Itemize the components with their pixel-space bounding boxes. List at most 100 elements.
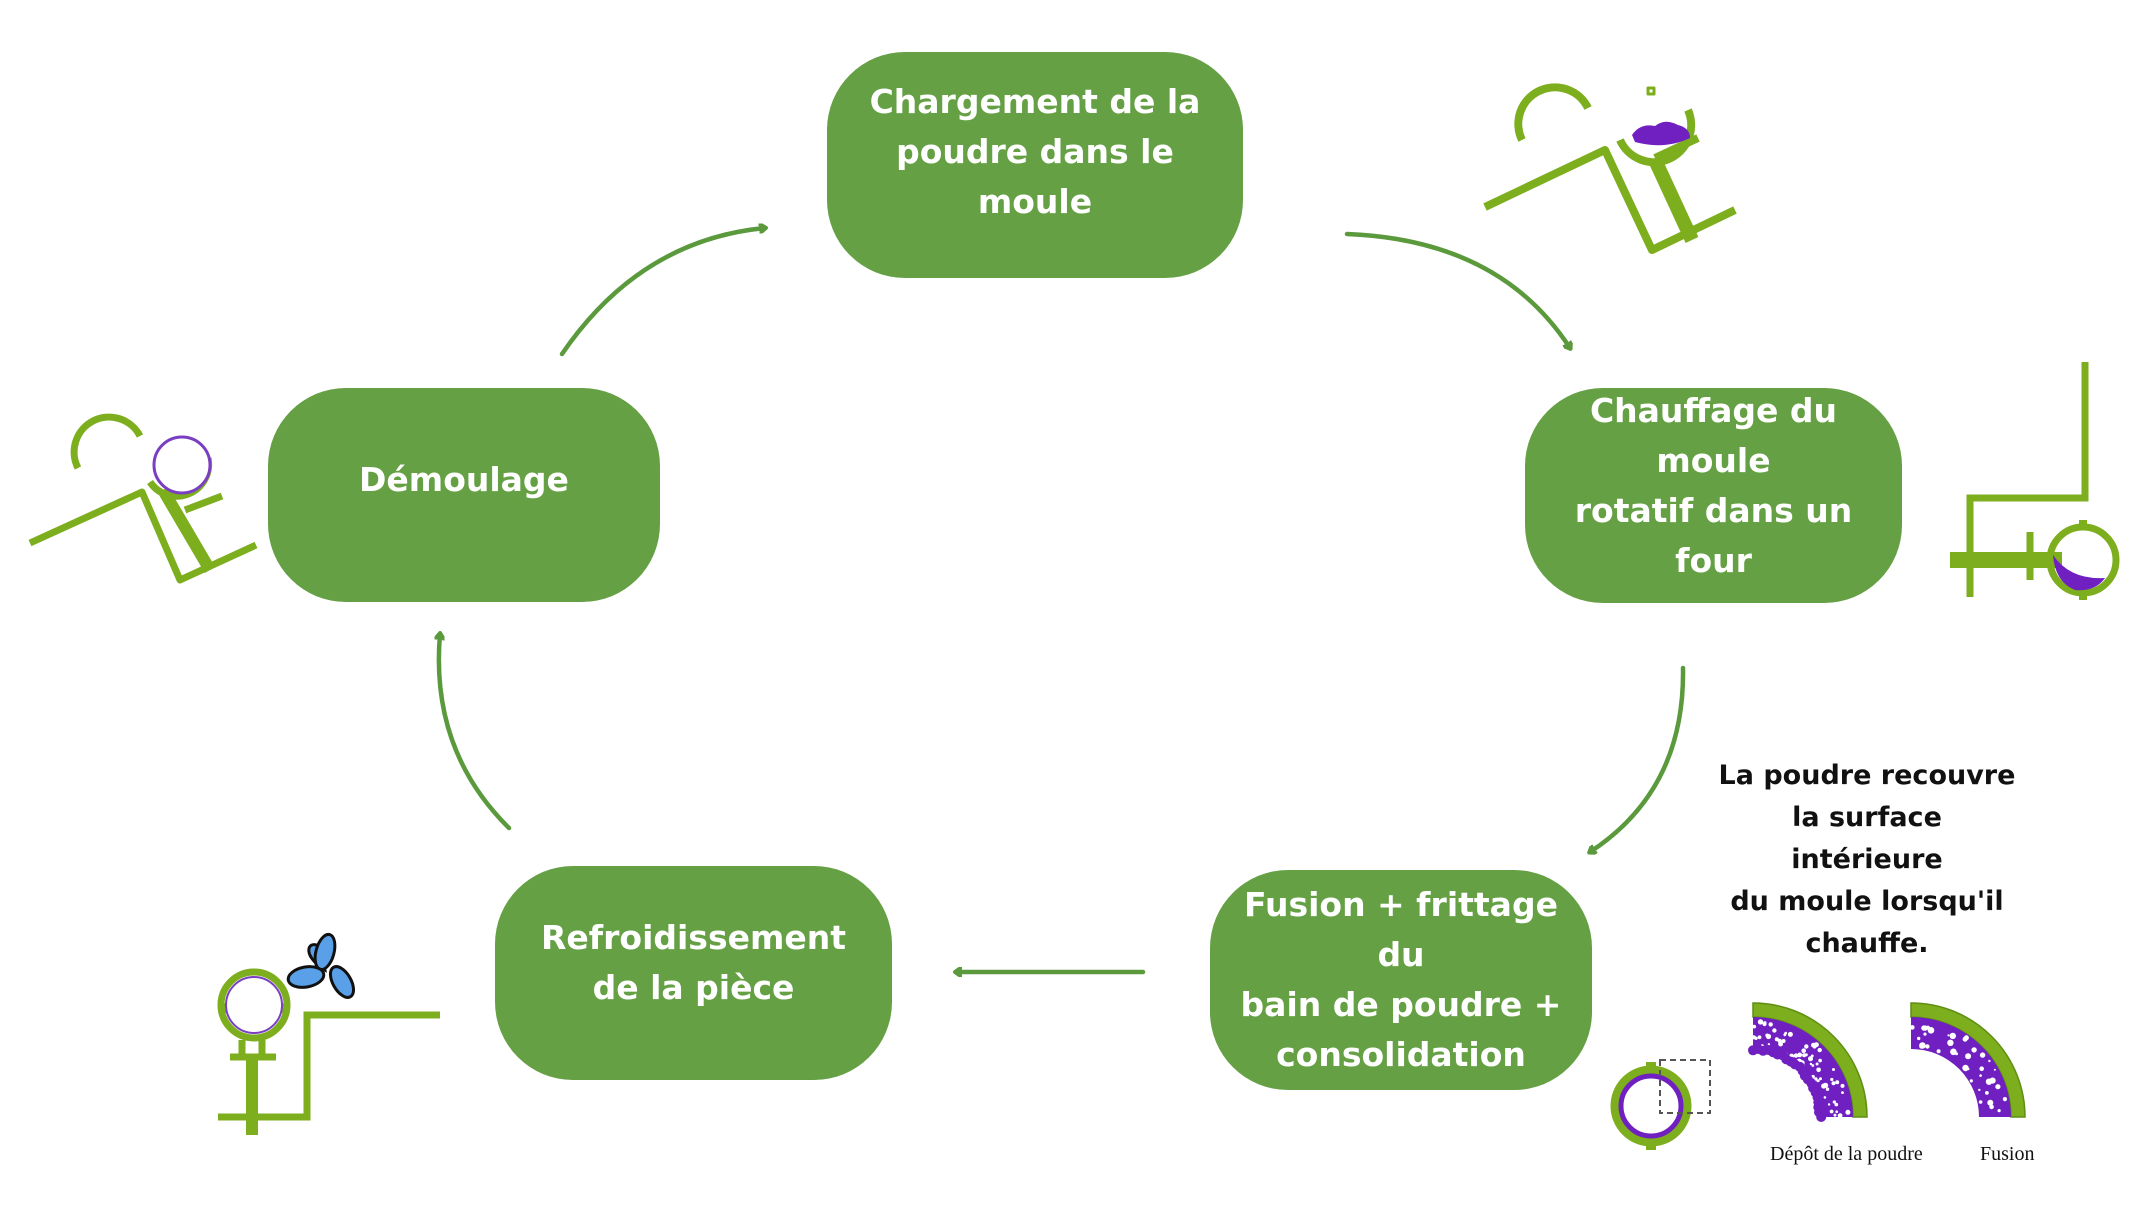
pore-dot bbox=[1765, 1033, 1769, 1038]
pore-dot bbox=[1979, 1052, 1986, 1058]
pore-dot bbox=[1819, 1077, 1822, 1081]
pore-dot bbox=[1767, 1043, 1771, 1046]
pore-dot bbox=[1989, 1077, 1996, 1084]
pore-dot bbox=[1778, 1041, 1783, 1047]
pore-dot bbox=[1768, 1022, 1773, 1027]
demolding-icon bbox=[28, 413, 258, 584]
pore-dot bbox=[1797, 1052, 1803, 1058]
pore-dot bbox=[2002, 1097, 2007, 1102]
pore-dot bbox=[1832, 1100, 1836, 1104]
step-chargement: Chargement de la poudre dans le moule bbox=[827, 52, 1243, 278]
pore-dot bbox=[1752, 1024, 1757, 1029]
pore-dot bbox=[1993, 1068, 1996, 1071]
pore-dot bbox=[1804, 1044, 1809, 1049]
pore-dot bbox=[1989, 1104, 1994, 1110]
pore-dot bbox=[1962, 1064, 1969, 1072]
pore-dot bbox=[1772, 1028, 1777, 1033]
pore-dot bbox=[1967, 1067, 1970, 1071]
pore-dot bbox=[1825, 1087, 1830, 1091]
powder-layer bbox=[1911, 1017, 2011, 1117]
pore-dot bbox=[1963, 1035, 1969, 1041]
pore-dot bbox=[1971, 1047, 1977, 1053]
pore-dot bbox=[1997, 1109, 2001, 1113]
powder-deposit-detail bbox=[1748, 1002, 1868, 1122]
pore-dot bbox=[1763, 1021, 1767, 1025]
pore-dot bbox=[1816, 1079, 1820, 1083]
pore-dot bbox=[1829, 1109, 1834, 1114]
pore-dot bbox=[1834, 1102, 1839, 1107]
pore-dot bbox=[1827, 1103, 1831, 1106]
pore-dot bbox=[1936, 1049, 1941, 1054]
pore-dot bbox=[1985, 1091, 1989, 1095]
pore-dot bbox=[1832, 1068, 1835, 1071]
caption-fusion: Fusion bbox=[1980, 1143, 2035, 1165]
pore-dot bbox=[1845, 1109, 1851, 1115]
pore-dot bbox=[1995, 1084, 2001, 1090]
pore-dot bbox=[1751, 1035, 1756, 1040]
pore-dot bbox=[1987, 1099, 1994, 1106]
step-label: Chargement de la poudre dans le moule bbox=[869, 82, 1201, 221]
pore-dot bbox=[1919, 1045, 1923, 1049]
pore-dot bbox=[1921, 1025, 1927, 1031]
pore-dot bbox=[1793, 1053, 1799, 1058]
pore-dot bbox=[1823, 1082, 1829, 1088]
pore-dot bbox=[1841, 1091, 1844, 1094]
pore-dot bbox=[1809, 1062, 1813, 1066]
arrow-demoulage-to-chargement bbox=[559, 228, 765, 357]
arrow-chargement-to-chauffage bbox=[1344, 231, 1570, 348]
step-label: Chauffage du moule rotatif dans un four bbox=[1574, 390, 1853, 580]
step-demoulage: Démoulage bbox=[268, 388, 660, 602]
pore-dot bbox=[1979, 1074, 1982, 1077]
pore-dot bbox=[1947, 1034, 1950, 1037]
powder-pile-icon bbox=[1632, 121, 1690, 146]
pore-dot bbox=[1816, 1067, 1821, 1073]
step-label: Démoulage bbox=[359, 460, 569, 499]
powder-grain bbox=[1816, 1112, 1827, 1122]
pore-dot bbox=[1823, 1096, 1827, 1099]
pore-dot bbox=[1831, 1081, 1836, 1086]
pore-dot bbox=[1969, 1079, 1973, 1083]
pore-dot bbox=[1801, 1048, 1806, 1053]
step-label: Refroidissement de la pièce bbox=[540, 918, 847, 1007]
mold-cross-section-icon bbox=[1610, 1059, 1711, 1150]
pore-dot bbox=[1965, 1053, 1972, 1060]
powder-coating-note: La poudre recouvre la surface intérieure… bbox=[1718, 760, 2016, 959]
pore-dot bbox=[1978, 1088, 1981, 1092]
loading-mold-icon bbox=[1483, 83, 1737, 254]
pore-dot bbox=[1815, 1062, 1819, 1066]
caption-depot: Dépôt de la poudre bbox=[1770, 1143, 1923, 1165]
pore-dot bbox=[1988, 1059, 1991, 1063]
step-fusion: Fusion + frittage du bain de poudre + co… bbox=[1210, 870, 1592, 1090]
powder-layer-icon bbox=[2053, 555, 2105, 591]
pore-dot bbox=[1979, 1066, 1984, 1071]
pore-dot bbox=[1817, 1047, 1822, 1053]
oven-mold-icon bbox=[1950, 362, 2120, 600]
pore-dot bbox=[1947, 1039, 1954, 1047]
pore-dot bbox=[1917, 1036, 1921, 1041]
step-chauffage: Chauffage du moule rotatif dans un four bbox=[1525, 388, 1902, 603]
pore-dot bbox=[1757, 1035, 1762, 1040]
pore-dot bbox=[1781, 1039, 1786, 1043]
step-refroidissement: Refroidissement de la pièce bbox=[495, 866, 892, 1080]
pore-dot bbox=[1811, 1064, 1815, 1067]
pore-dot bbox=[1784, 1031, 1788, 1035]
pore-dot bbox=[1835, 1110, 1838, 1113]
pore-dot bbox=[1835, 1080, 1840, 1085]
pore-dot bbox=[1923, 1032, 1927, 1036]
pore-dot bbox=[1978, 1100, 1983, 1104]
pore-dot bbox=[1925, 1044, 1930, 1049]
pore-dot bbox=[1818, 1058, 1822, 1063]
molded-part-icon bbox=[152, 435, 212, 495]
pore-dot bbox=[1840, 1083, 1845, 1088]
arrow-chauffage-to-fusion bbox=[1590, 665, 1686, 852]
pore-dot bbox=[1757, 1019, 1764, 1025]
pore-dot bbox=[1808, 1056, 1813, 1062]
arrow-refroidissement-to-demoulage bbox=[439, 634, 512, 831]
pore-dot bbox=[1949, 1032, 1957, 1040]
step-label: Fusion + frittage du bain de poudre + co… bbox=[1240, 885, 1562, 1074]
fan-icon bbox=[286, 932, 356, 999]
pore-dot bbox=[1929, 1028, 1932, 1031]
pore-dot bbox=[1950, 1048, 1957, 1056]
pore-dot bbox=[1787, 1031, 1793, 1037]
